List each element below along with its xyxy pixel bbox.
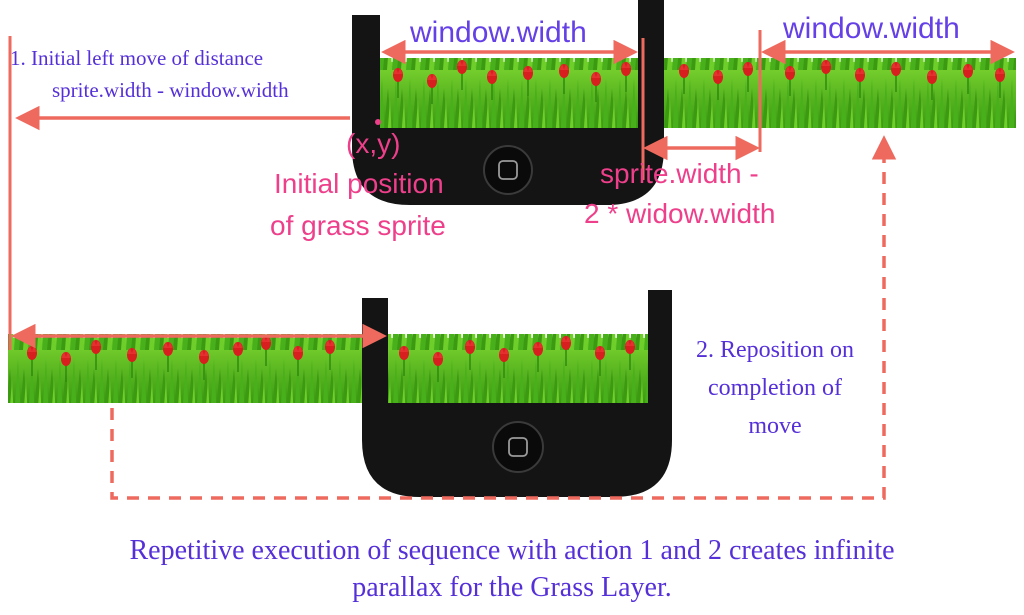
label-step2-line2: completion of	[708, 375, 842, 401]
label-initial-line2: of grass sprite	[270, 210, 446, 241]
label-step2-line1: 2. Reposition on	[695, 337, 854, 363]
annotation-arrows	[8, 30, 1015, 500]
bottom-phone	[362, 290, 672, 497]
label-window-width-top: window.width	[410, 16, 587, 49]
top-phone	[352, 15, 664, 205]
phone-bottom-icon	[362, 290, 672, 497]
home-button-icon	[483, 145, 533, 195]
label-step2-line3: move	[748, 413, 802, 439]
origin-point	[375, 119, 381, 125]
grass-strip-top	[380, 0, 1016, 130]
caption-line1: Repetitive execution of sequence with ac…	[129, 535, 895, 566]
label-step1-line2: sprite.width - window.width	[52, 78, 289, 102]
label-xy: (x,y)	[346, 128, 401, 159]
grass-strip-bottom	[8, 298, 648, 408]
phone-bottom-icon	[352, 15, 664, 205]
home-button-icon	[492, 421, 544, 473]
label-step1-line1: 1. Initial left move of distance	[10, 46, 264, 70]
label-window-width-right: window.width	[783, 12, 960, 45]
dashed-reposition-path	[110, 135, 897, 500]
label-initial-line1: Initial position	[274, 168, 444, 199]
caption-line2: parallax for the Grass Layer.	[352, 572, 672, 603]
label-sprite-width-line1: sprite.width -	[600, 158, 759, 189]
label-sprite-width-line2: 2 * widow.width	[584, 198, 776, 229]
